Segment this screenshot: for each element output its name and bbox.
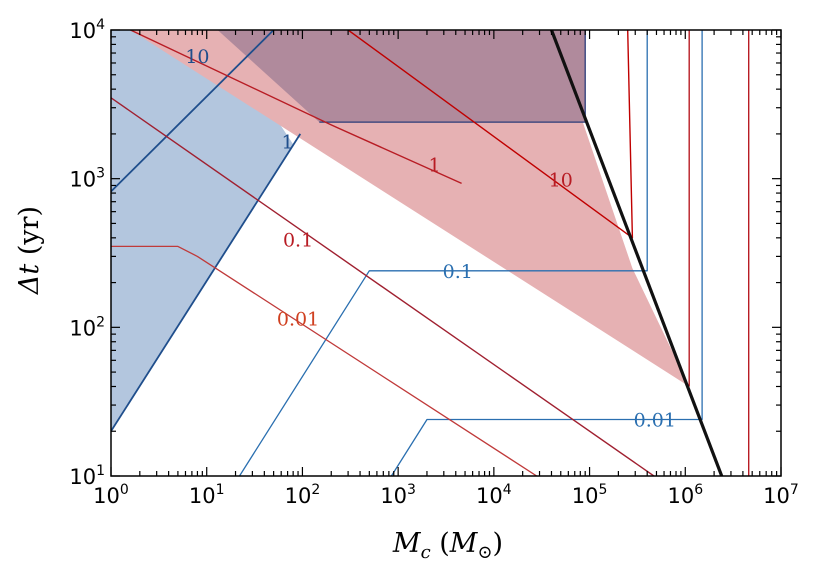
y-tick-label: 103 <box>69 166 105 192</box>
x-axis-unit-sub: ⊙ <box>477 542 492 563</box>
y-tick-label: 104 <box>69 17 105 43</box>
x-tick-label: 101 <box>189 482 225 508</box>
contour-label-4: 0.01 <box>634 409 676 431</box>
contour-label-1: 10 <box>185 46 209 68</box>
x-axis-close: ) <box>493 528 504 559</box>
contour-line-9 <box>111 97 655 476</box>
x-axis-label: Mc (M⊙) <box>392 528 503 563</box>
contour-line-6 <box>130 30 462 185</box>
contour-label-6: 10 <box>549 169 573 191</box>
x-tick-label: 103 <box>380 482 416 508</box>
y-tick-label: 101 <box>69 463 105 489</box>
x-tick-label: 105 <box>572 482 608 508</box>
contour-line-10 <box>111 245 538 476</box>
x-axis-unit: M <box>449 528 479 559</box>
contour-line-2 <box>111 30 275 193</box>
contour-line-4 <box>390 30 703 476</box>
y-tick-label: 102 <box>69 314 105 340</box>
contour-line-12 <box>550 30 724 476</box>
contour-line-3 <box>238 30 648 476</box>
x-tick-label: 106 <box>667 482 703 508</box>
x-axis-open: ( <box>431 528 450 559</box>
y-axis-symbol: Δt <box>14 264 45 295</box>
shaded-regions <box>111 30 690 432</box>
x-axis-symbol-sub: c <box>421 542 431 563</box>
x-axis-symbol: M <box>392 528 422 559</box>
y-axis-label: Δt (yr) <box>14 206 45 295</box>
contour-label-7: 0.1 <box>283 229 313 251</box>
contour-labels: 10 1 0.1 0.01 1 10 0.1 0.01 <box>185 46 676 432</box>
overlap-region <box>217 30 586 123</box>
x-tick-label: 107 <box>763 482 799 508</box>
plot-frame <box>110 29 782 477</box>
x-tick-label: 100 <box>93 482 129 508</box>
contour-label-8: 0.01 <box>277 308 319 330</box>
contour-line-1 <box>111 133 302 432</box>
contour-label-3: 0.1 <box>443 261 473 283</box>
axis-ticks <box>110 29 782 477</box>
contour-label-2: 1 <box>282 131 294 153</box>
contour-lines <box>111 30 750 476</box>
contour-label-5: 1 <box>428 154 440 176</box>
x-tick-label: 104 <box>476 482 512 508</box>
y-axis-unit: (yr) <box>14 206 45 264</box>
x-tick-label: 102 <box>285 482 321 508</box>
